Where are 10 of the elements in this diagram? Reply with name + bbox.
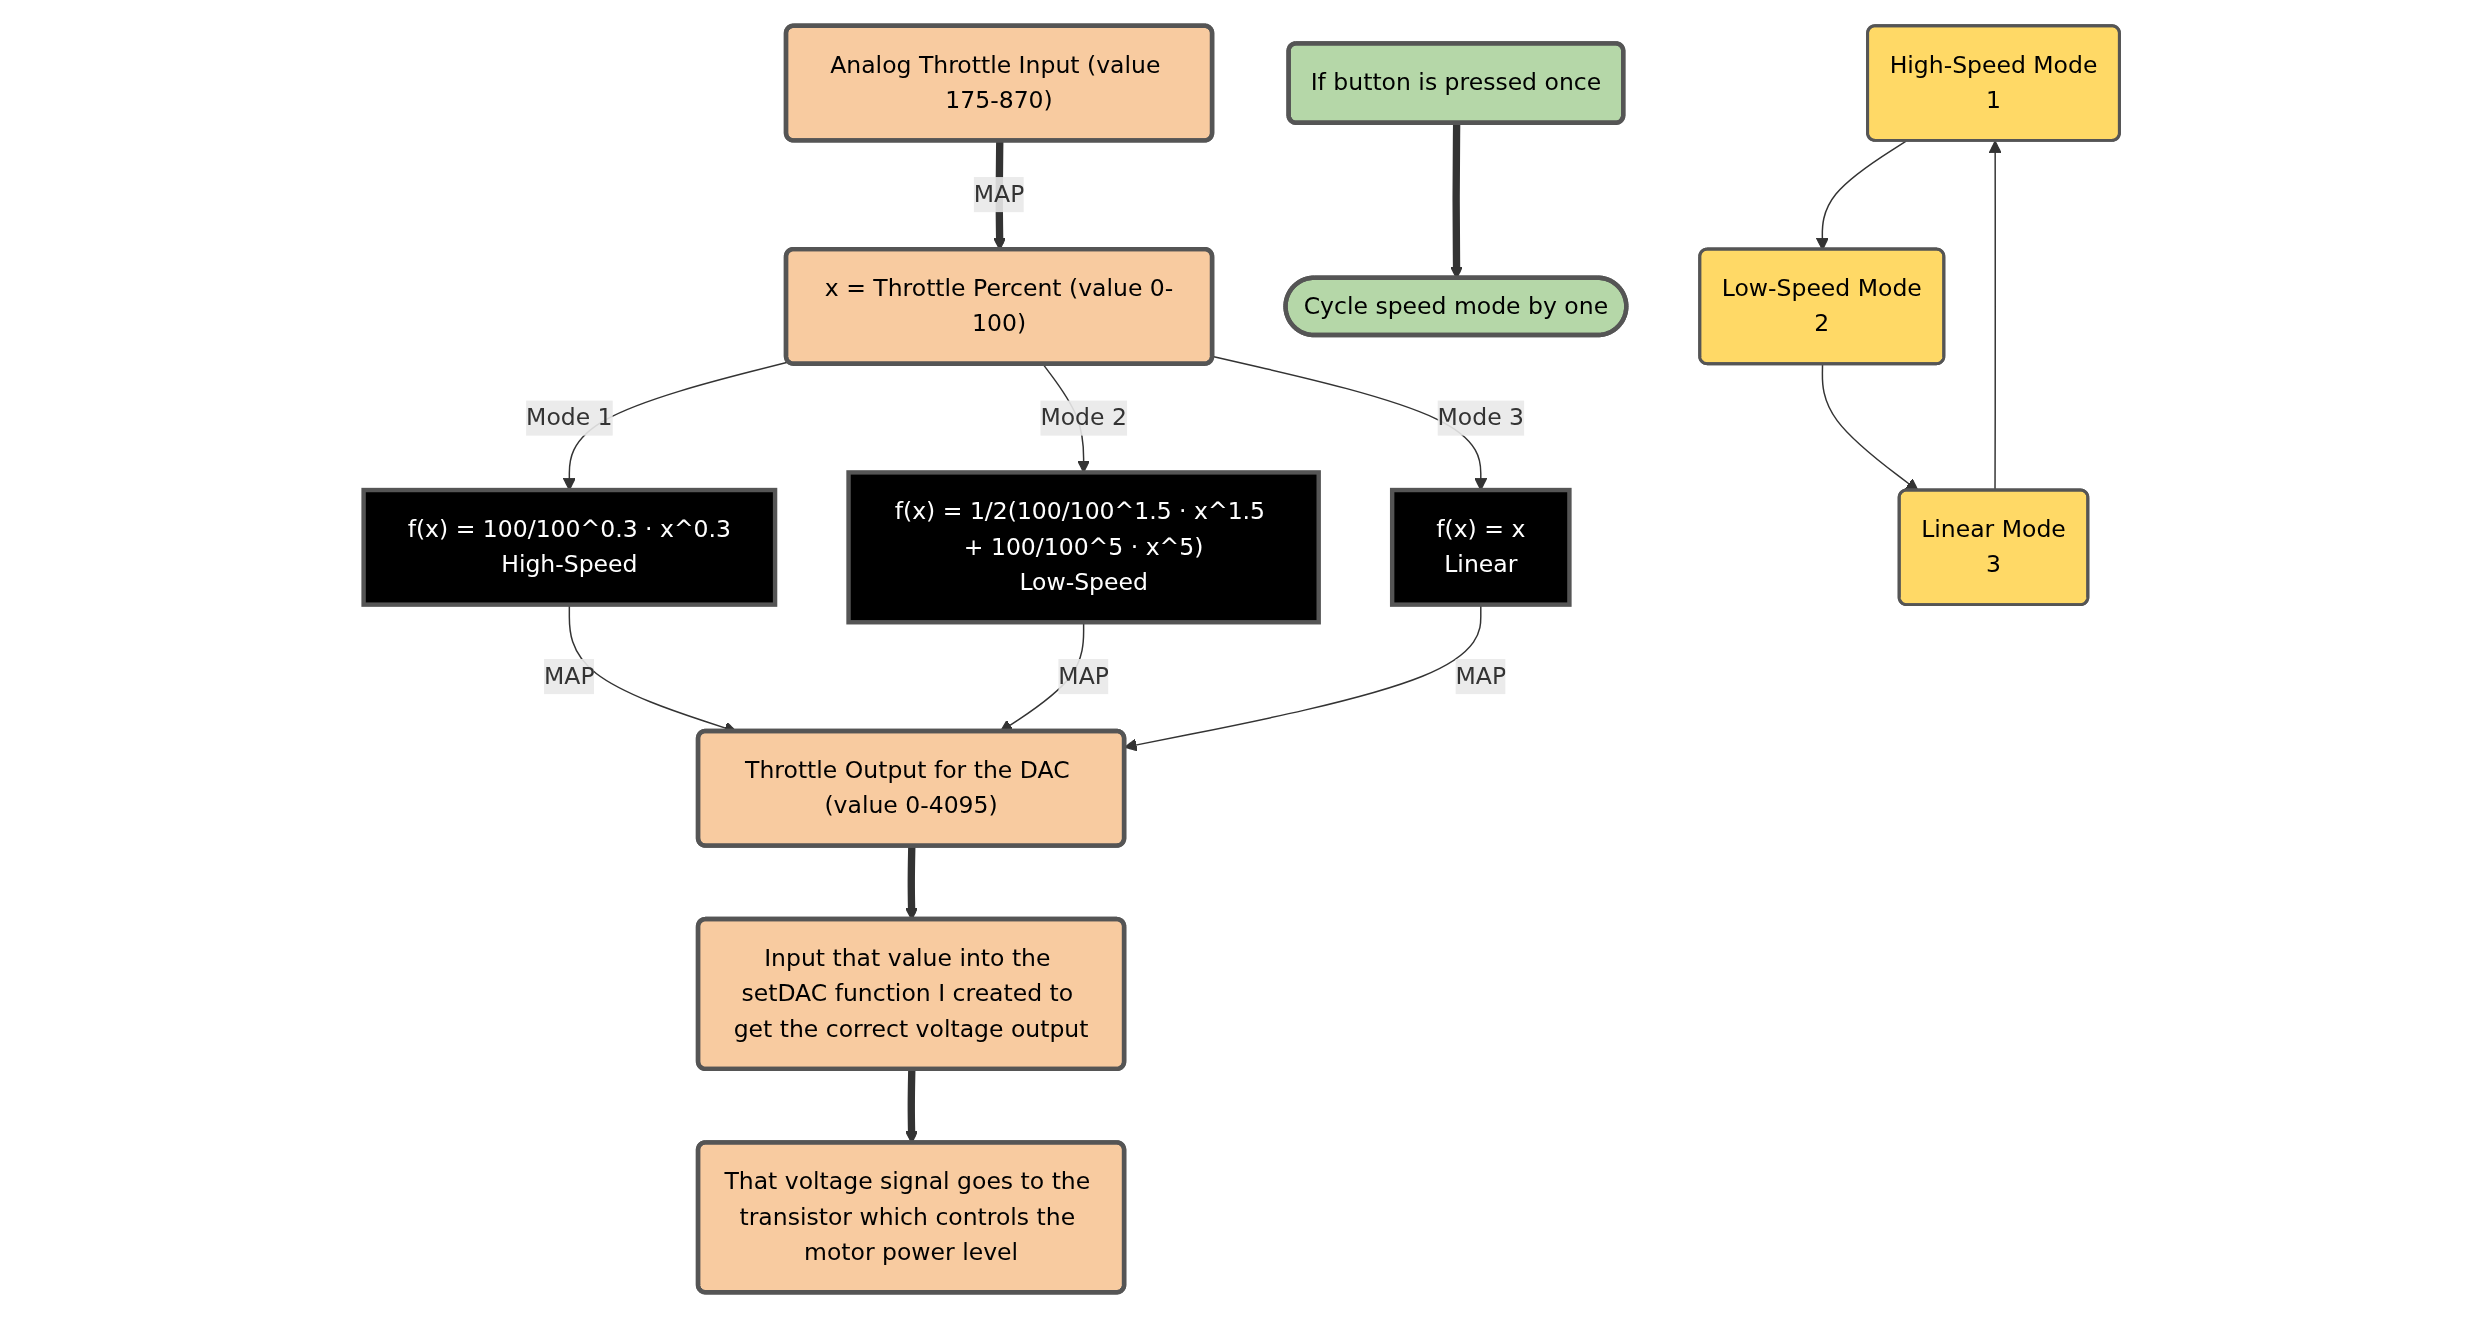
- node-box: [361, 487, 778, 607]
- edge-label: Mode 3: [1437, 403, 1525, 432]
- edge-label: MAP: [1058, 661, 1109, 690]
- edge-label: MAP: [544, 661, 595, 690]
- node-box: [846, 470, 1321, 625]
- edge-label: Mode 2: [1040, 403, 1127, 432]
- edge-label: MAP: [1455, 661, 1507, 690]
- edge-label: Mode 1: [526, 403, 613, 432]
- node-box: [1389, 487, 1572, 607]
- edge-label: MAP: [973, 180, 1025, 208]
